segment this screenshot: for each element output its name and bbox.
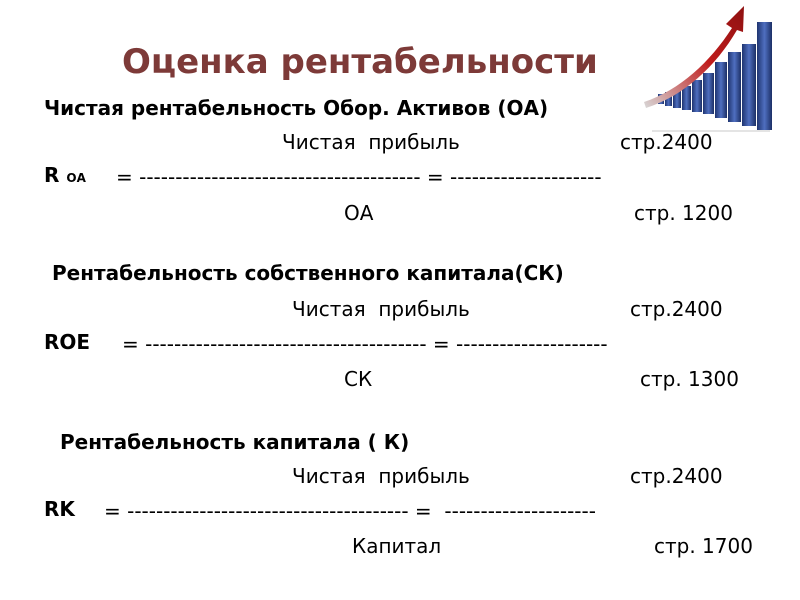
numerator-label: Чистая прибыль [282,130,460,154]
ratio-symbol: RK [44,497,75,521]
denominator-label: СК [344,367,373,391]
denominator-line-ref: стр. 1200 [634,201,733,225]
fraction-line: = --------------------------------------… [122,332,608,356]
numerator-line-ref: стр.2400 [630,297,723,321]
section-heading: Рентабельность капитала ( К) [60,430,410,454]
fraction-line: = --------------------------------------… [116,165,602,189]
denominator-line-ref: стр. 1300 [640,367,739,391]
ratio-symbol: ROE [44,330,91,354]
numerator-label: Чистая прибыль [292,297,470,321]
slide-title: Оценка рентабельности [122,42,598,82]
bar-group [652,22,772,132]
denominator-label: Капитал [352,534,442,558]
denominator-label: ОА [344,201,374,225]
rising-arrow-icon [644,6,744,108]
numerator-line-ref: стр.2400 [630,464,723,488]
numerator-label: Чистая прибыль [292,464,470,488]
section-heading: Чистая рентабельность Обор. Активов (ОА) [44,96,549,120]
ratio-symbol-subscript: ОА [66,171,86,185]
denominator-line-ref: стр. 1700 [654,534,753,558]
rising-bar-chart-icon [644,6,772,132]
section-heading: Рентабельность собственного капитала(СК) [52,261,564,285]
fraction-line: = --------------------------------------… [104,499,596,523]
numerator-line-ref: стр.2400 [620,130,713,154]
ratio-symbol: R ОА [44,163,86,187]
